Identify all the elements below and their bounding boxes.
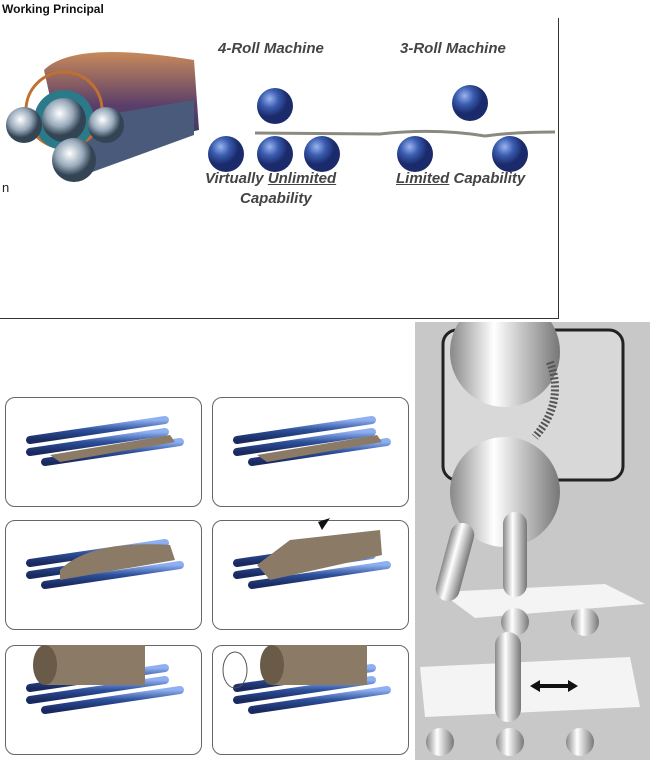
working-principle-box: n 4-Roll Machine 3-Roll Machine Virtuall… (0, 18, 559, 319)
three-roll-heading: 3-Roll Machine (400, 40, 506, 57)
four-roll-caption-2: Capability (240, 190, 312, 207)
roll-detail-panel (415, 297, 650, 760)
cut-off-text: n (2, 180, 10, 195)
rolling-steps-illustration (26, 416, 412, 760)
page-title: Working Principal (2, 2, 104, 16)
caption-text: Capability (449, 170, 526, 187)
four-roll-caption: Virtually Unlimited (205, 170, 336, 187)
roll-detail-illustration (420, 297, 645, 756)
three-roll-caption: Limited Capability (396, 170, 525, 187)
roll-top (257, 88, 293, 124)
caption-text: Virtually (205, 170, 268, 187)
four-roll-heading: 4-Roll Machine (218, 40, 324, 57)
caption-underlined: Limited (396, 170, 450, 187)
roll-diagram (208, 85, 556, 172)
pipe-rolling-illustration (6, 52, 199, 182)
plate-line (254, 129, 556, 138)
caption-underlined: Unlimited (267, 170, 337, 187)
